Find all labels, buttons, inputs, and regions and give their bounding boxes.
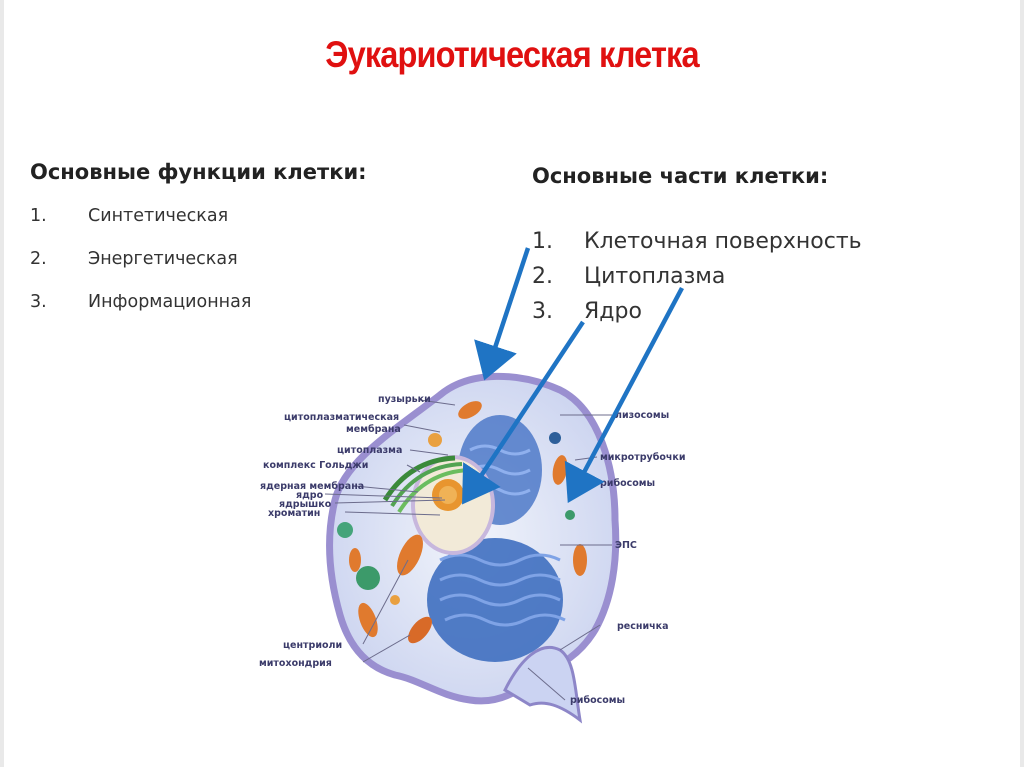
list-text: Синтетическая <box>88 206 229 226</box>
label-chromatin: хроматин <box>268 508 320 519</box>
label-lysosomes: лизосомы <box>615 410 669 421</box>
list-text: Цитоплазма <box>584 264 726 289</box>
list-item: 2. Цитоплазма <box>532 264 862 299</box>
parts-list: 1. Клеточная поверхность 2. Цитоплазма 3. Я… <box>532 229 862 334</box>
list-text: Ядро <box>584 299 642 324</box>
list-number: 1. <box>30 206 47 226</box>
label-nucleus: ядро <box>296 490 324 501</box>
list-item: 1. Клеточная поверхность <box>532 229 862 264</box>
label-mitochondria: митохондрия <box>259 658 332 669</box>
label-cytoplasm: цитоплазма <box>337 445 402 456</box>
list-text: Информационная <box>88 292 252 312</box>
list-item: 2. Энергетическая <box>30 249 251 292</box>
list-number: 3. <box>532 299 553 324</box>
label-microtubules: микротрубочки <box>600 452 685 463</box>
arrow-nucleus <box>462 320 585 505</box>
cilium-shape <box>503 645 583 724</box>
slide-right-edge <box>1020 0 1024 767</box>
mitochondria-group <box>349 401 587 644</box>
parts-heading: Основные части клетки: <box>532 164 829 188</box>
functions-heading: Основные функции клетки: <box>30 160 367 184</box>
list-text: Клеточная поверхность <box>584 229 862 254</box>
label-vesicles: пузырьки <box>378 394 431 405</box>
list-item: 3. Ядро <box>532 299 862 334</box>
label-centrioles: центриоли <box>283 640 342 651</box>
label-membrane-line2: мембрана <box>346 424 401 435</box>
list-text: Энергетическая <box>88 249 238 269</box>
list-item: 3. Информационная <box>30 292 251 335</box>
slide-title: Эукариотическая клетка <box>325 34 699 75</box>
label-nucleolus: ядрышко <box>279 499 332 510</box>
arrow-surface <box>474 247 531 381</box>
functions-list: 1. Синтетическая 2. Энергетическая 3. Инфор… <box>30 206 251 335</box>
label-leader-lines <box>324 399 612 701</box>
label-ribosomes: рибосомы <box>600 478 655 489</box>
label-nuclear-membrane: ядерная мембрана <box>260 481 364 492</box>
list-number: 1. <box>532 229 553 254</box>
list-number: 2. <box>532 264 553 289</box>
slide-left-edge <box>0 0 4 767</box>
label-membrane-line1: цитоплазматическая <box>284 412 399 423</box>
list-number: 2. <box>30 249 47 269</box>
label-golgi: комплекс Гольджи <box>263 460 368 471</box>
list-number: 3. <box>30 292 47 312</box>
label-cilium: ресничка <box>617 621 668 632</box>
label-er: ЭПС <box>615 540 637 551</box>
vesicles-group <box>337 432 575 605</box>
label-ribosomes-2: рибосомы <box>570 695 625 706</box>
arrow-cytoplasm <box>564 286 684 503</box>
list-item: 1. Синтетическая <box>30 206 251 249</box>
